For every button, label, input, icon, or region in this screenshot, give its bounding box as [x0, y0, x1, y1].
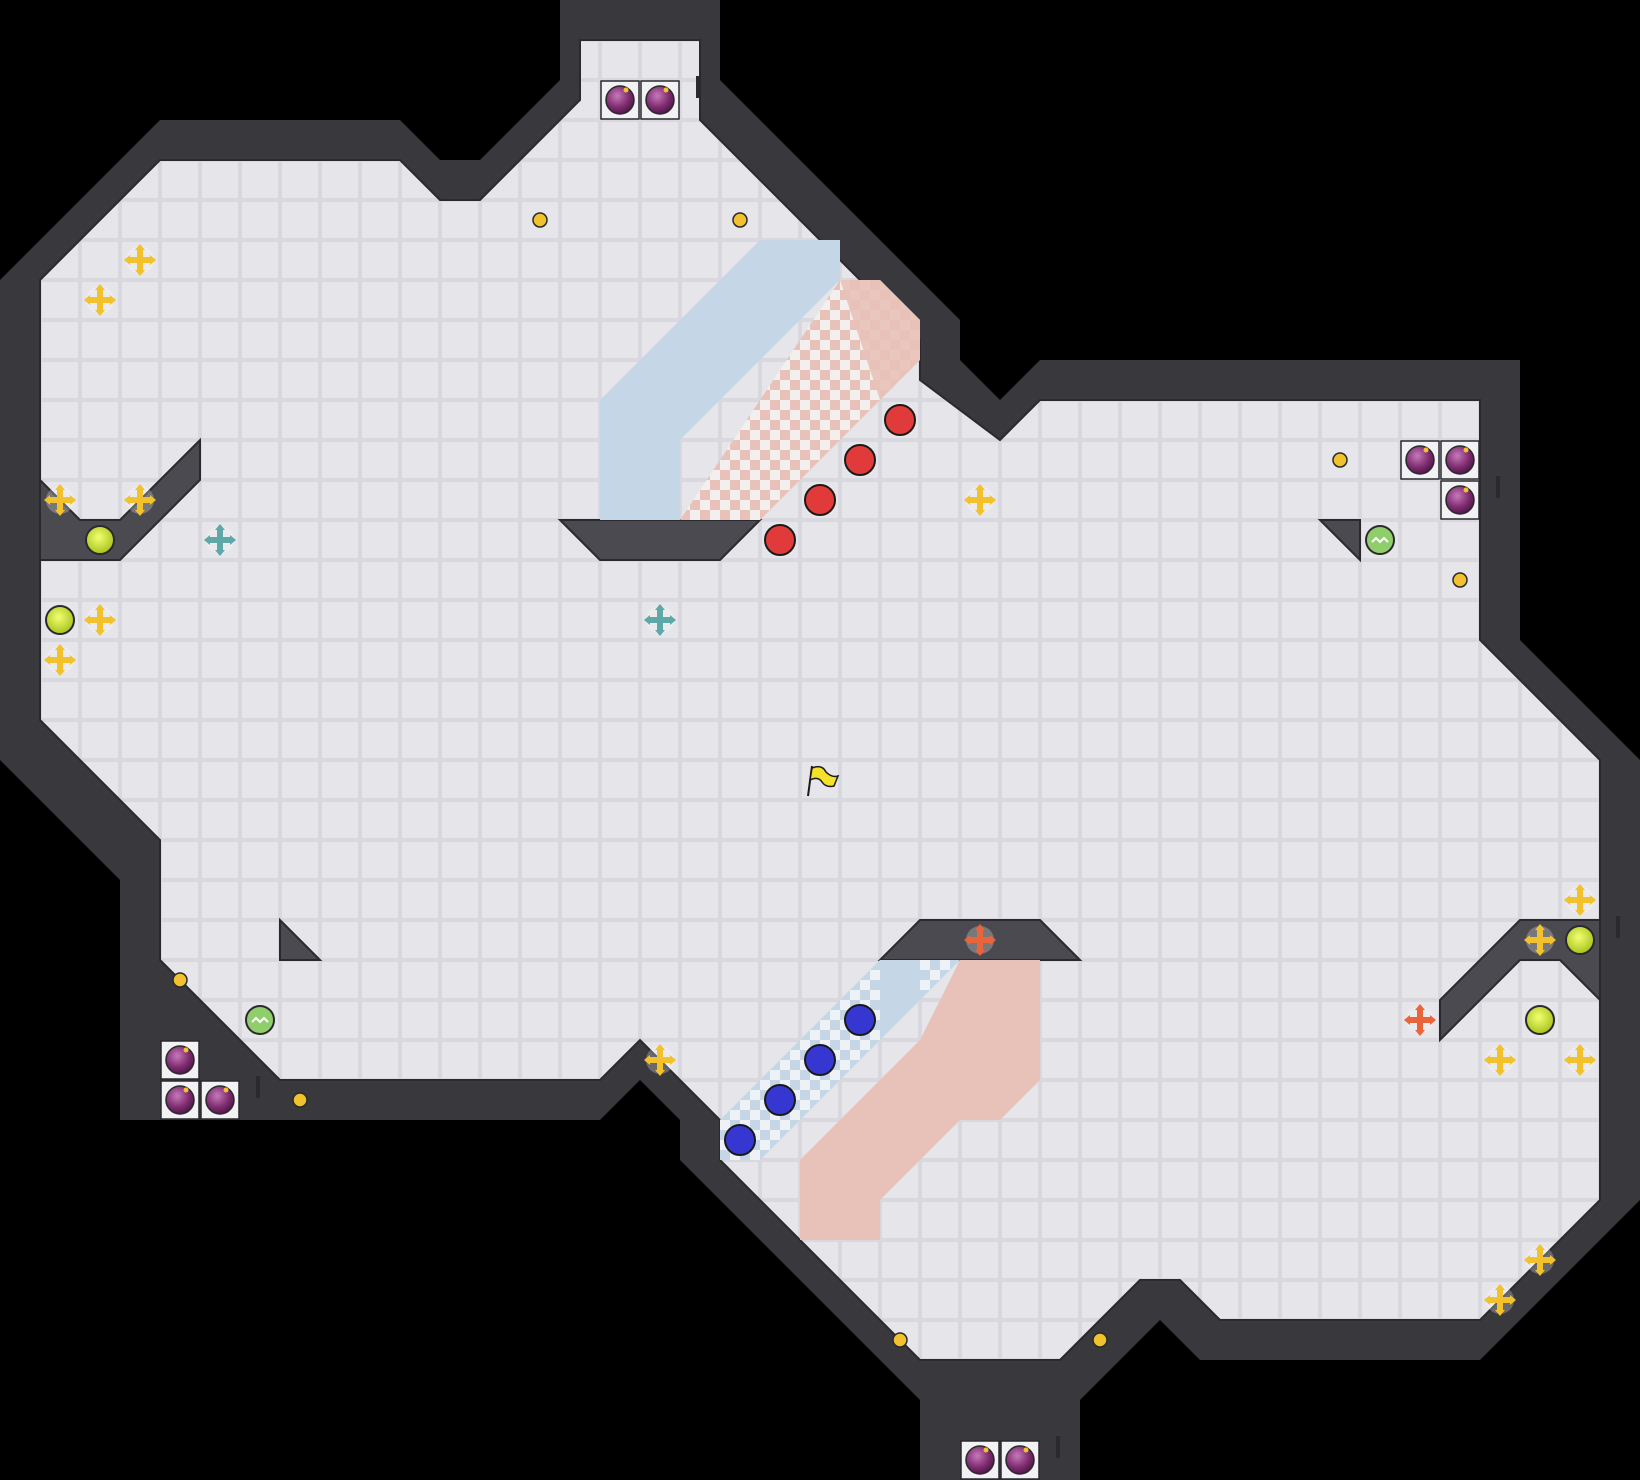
small-dot [1452, 572, 1468, 588]
boost-icon [44, 484, 76, 516]
blue-player [804, 1044, 836, 1076]
bomb-icon [1400, 440, 1440, 480]
spike-icon [1365, 525, 1395, 555]
bomb-icon [1000, 1440, 1040, 1480]
boost-icon [1564, 884, 1596, 916]
powerup-icon [45, 605, 75, 635]
bomb-icon [200, 1080, 240, 1120]
spike-icon [245, 1005, 275, 1035]
boost-icon [124, 484, 156, 516]
boost-icon [644, 1044, 676, 1076]
small-dots-layer [172, 212, 1468, 1348]
boosts-layer [44, 244, 1596, 1316]
bomb-icon [160, 1080, 200, 1120]
team-boost-icon [964, 924, 996, 956]
boost-icon [964, 484, 996, 516]
red-zone [680, 280, 920, 520]
small-dot [732, 212, 748, 228]
small-dot [532, 212, 548, 228]
gates [256, 76, 1620, 1458]
red-player [804, 484, 836, 516]
boost-icon [1524, 1244, 1556, 1276]
red-zone-south [800, 960, 1040, 1240]
red-player [884, 404, 916, 436]
small-dot [892, 1332, 908, 1348]
red-player [764, 524, 796, 556]
bomb-icon [960, 1440, 1000, 1480]
small-dot [1092, 1332, 1108, 1348]
blue-player [764, 1084, 796, 1116]
players-layer [724, 404, 916, 1156]
boost-icon [1564, 1044, 1596, 1076]
powerup-icon [1525, 1005, 1555, 1035]
bomb-icon [640, 80, 680, 120]
small-dot [1332, 452, 1348, 468]
bomb-icon [160, 1040, 200, 1080]
blue-zone-north [600, 240, 840, 520]
blue-player [844, 1004, 876, 1036]
blue-player [724, 1124, 756, 1156]
flag-layer [807, 765, 840, 797]
flag-icon [807, 765, 840, 797]
team-boost-icon [204, 524, 236, 556]
boost-icon [1484, 1044, 1516, 1076]
bomb-icon [600, 80, 640, 120]
bomb-icon [1440, 480, 1480, 520]
boost-icon [124, 244, 156, 276]
powerup-icon [1565, 925, 1595, 955]
boost-icon [84, 604, 116, 636]
small-dot [292, 1092, 308, 1108]
bombs-layer [160, 80, 1480, 1480]
powerups-layer [45, 525, 1595, 1035]
bomb-icon [1440, 440, 1480, 480]
boost-icon [44, 644, 76, 676]
powerup-icon [85, 525, 115, 555]
boost-icon [1524, 924, 1556, 956]
red-player [844, 444, 876, 476]
team-boost-icon [644, 604, 676, 636]
boost-icon [1484, 1284, 1516, 1316]
team-boost-icon [1404, 1004, 1436, 1036]
small-dot [172, 972, 188, 988]
boost-icon [84, 284, 116, 316]
